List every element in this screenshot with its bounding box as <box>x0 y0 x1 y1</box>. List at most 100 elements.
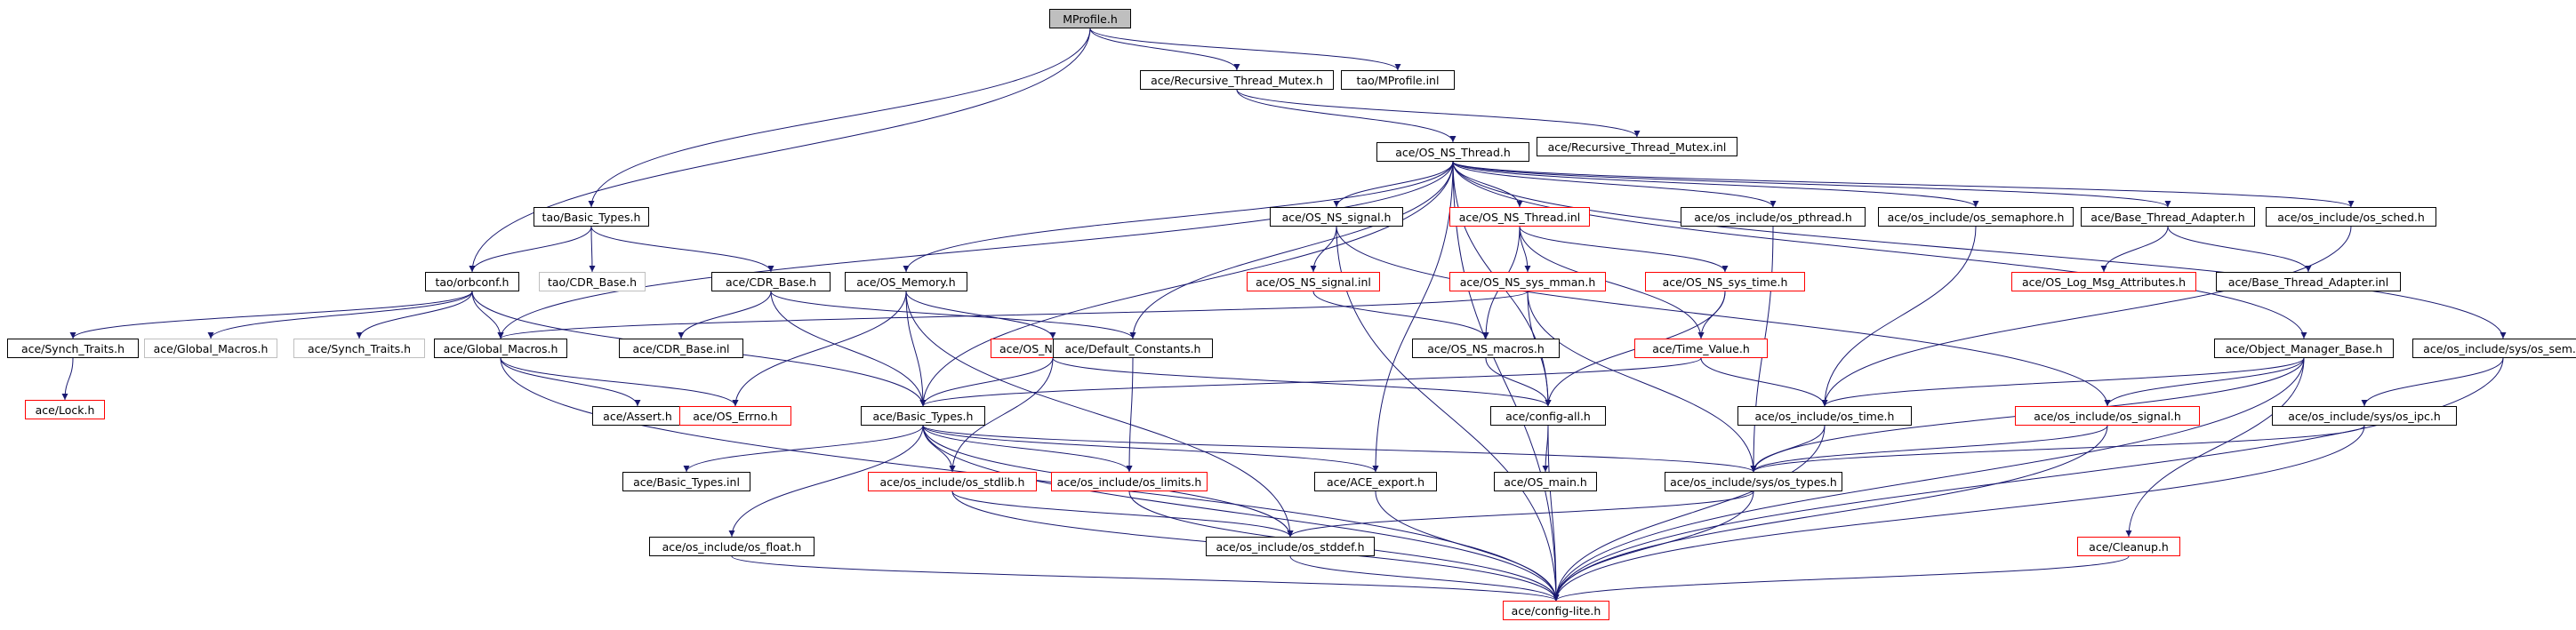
node-os-sys-types[interactable]: ace/os_include/sys/os_types.h <box>1665 472 1842 491</box>
node-cdr-base-h[interactable]: ace/CDR_Base.h <box>711 272 831 291</box>
edge-os-memory-to-os-errno <box>732 291 907 407</box>
edge-os-float-to-config-lite <box>731 555 1560 602</box>
edge-os-ns-signal-inl-to-os-ns-macros <box>1312 291 1489 339</box>
edge-os-sys-types-to-config-lite <box>1553 490 1754 602</box>
edge-os-ns-thread-h-to-os-sched <box>1452 161 2355 208</box>
node-os-ns-macros[interactable]: ace/OS_NS_macros.h <box>1412 339 1560 358</box>
edge-os-ns-thread-h-to-basic-types-h <box>919 161 1454 407</box>
edge-object-manager-base-to-config-lite <box>1553 357 2305 602</box>
node-tao-orbconf[interactable]: tao/orbconf.h <box>425 272 519 291</box>
edge-os-sched-to-os-time <box>1821 226 2352 407</box>
node-default-constants[interactable]: ace/Default_Constants.h <box>1053 339 1213 358</box>
edge-os-ns-thread-inl-to-os-ns-sys-time <box>1519 226 1729 273</box>
node-config-all[interactable]: ace/config-all.h <box>1490 406 1606 426</box>
edge-base-thread-adapter-h-to-base-thread-adapter-inl <box>2167 226 2312 273</box>
edge-object-manager-base-to-os-signal <box>2104 357 2305 407</box>
edge-config-all-to-config-lite <box>1547 425 1560 602</box>
node-global-macros-gray[interactable]: ace/Global_Macros.h <box>144 339 277 358</box>
edge-os-ns-signal-h-to-os-signal <box>1336 226 2111 407</box>
node-os-ns-thread-inl[interactable]: ace/OS_NS_Thread.inl <box>1449 207 1590 227</box>
node-os-ns-signal-h[interactable]: ace/OS_NS_signal.h <box>1270 207 1403 227</box>
node-synch-traits-ace[interactable]: ace/Synch_Traits.h <box>7 339 139 358</box>
node-os-errno[interactable]: ace/OS_Errno.h <box>679 406 791 426</box>
edge-os-ns-stdlib-to-os-stdlib <box>949 357 1054 473</box>
edge-basic-types-h-to-os-limits <box>922 425 1133 473</box>
edge-os-ns-thread-h-to-os-pthread <box>1452 161 1777 208</box>
edge-default-constants-to-os-limits <box>1126 357 1134 473</box>
node-base-thread-adapter-h[interactable]: ace/Base_Thread_Adapter.h <box>2081 207 2255 227</box>
edge-os-ns-thread-h-to-os-ns-signal-h <box>1333 161 1454 208</box>
node-os-time[interactable]: ace/os_include/os_time.h <box>1737 406 1912 426</box>
edge-os-sys-sem-to-config-lite <box>1553 357 2504 602</box>
edge-tao-orbconf-to-global-macros <box>471 291 504 339</box>
node-os-ns-sys-mman[interactable]: ace/OS_NS_sys_mman.h <box>1449 272 1606 291</box>
node-ace-export[interactable]: ace/ACE_export.h <box>1314 472 1437 491</box>
node-global-macros[interactable]: ace/Global_Macros.h <box>434 339 567 358</box>
edge-os-ns-thread-h-to-default-constants <box>1129 161 1454 339</box>
edge-object-manager-base-to-os-time <box>1821 357 2305 407</box>
node-os-ns-sys-time[interactable]: ace/OS_NS_sys_time.h <box>1645 272 1805 291</box>
edge-recmutex-h-to-recmutex-inl <box>1236 89 1641 138</box>
node-recmutex-inl[interactable]: ace/Recursive_Thread_Mutex.inl <box>1537 137 1737 156</box>
edge-time-value-to-basic-types-h <box>919 357 1702 407</box>
edge-global-macros-to-os-errno <box>500 357 739 407</box>
edge-global-macros-to-assert-h <box>500 357 641 407</box>
edge-os-memory-to-os-ns-stdlib <box>905 291 1056 339</box>
edge-os-sys-ipc-to-os-sys-types <box>1750 425 2365 473</box>
node-basic-types-inl[interactable]: ace/Basic_Types.inl <box>622 472 750 491</box>
edge-mprofile-to-tao-orbconf <box>469 28 1091 273</box>
node-basic-types-h[interactable]: ace/Basic_Types.h <box>861 406 985 426</box>
edge-os-ns-thread-h-to-config-lite <box>1452 161 1560 602</box>
edge-os-sys-ipc-to-config-lite <box>1553 425 2365 602</box>
edge-tao-orbconf-to-global-macros-gray <box>207 291 473 339</box>
node-os-memory[interactable]: ace/OS_Memory.h <box>845 272 967 291</box>
edge-os-stddef-to-config-lite <box>1289 555 1560 602</box>
node-os-pthread[interactable]: ace/os_include/os_pthread.h <box>1681 207 1866 227</box>
edge-os-ns-stdlib-to-basic-types-h <box>919 357 1054 407</box>
edge-os-ns-sys-mman-to-global-macros <box>497 291 1529 339</box>
edge-os-sys-types-to-os-stddef <box>1287 490 1754 538</box>
node-os-stddef[interactable]: ace/os_include/os_stddef.h <box>1206 537 1375 556</box>
node-config-lite[interactable]: ace/config-lite.h <box>1503 601 1609 620</box>
node-os-float[interactable]: ace/os_include/os_float.h <box>649 537 815 556</box>
node-tao-basic-types[interactable]: tao/Basic_Types.h <box>534 207 649 227</box>
node-cdr-base-inl[interactable]: ace/CDR_Base.inl <box>619 339 743 358</box>
node-os-sys-ipc[interactable]: ace/os_include/sys/os_ipc.h <box>2272 406 2457 426</box>
edge-os-ns-signal-h-to-config-lite <box>1336 226 1560 602</box>
node-cleanup[interactable]: ace/Cleanup.h <box>2077 537 2180 556</box>
node-assert-h[interactable]: ace/Assert.h <box>592 406 683 426</box>
edge-os-semaphore-to-os-time <box>1821 226 1977 407</box>
edge-base-thread-adapter-h-to-os-log-msg-attr <box>2100 226 2169 273</box>
node-os-log-msg-attr[interactable]: ace/OS_Log_Msg_Attributes.h <box>2011 272 2196 291</box>
edge-basic-types-h-to-basic-types-inl <box>683 425 924 473</box>
edge-os-ns-thread-h-to-object-manager-base <box>1452 161 2307 339</box>
node-os-main[interactable]: ace/OS_main.h <box>1494 472 1597 491</box>
edge-ace-export-to-config-lite <box>1375 490 1560 602</box>
edge-cleanup-to-config-lite <box>1553 555 2130 602</box>
node-recmutex-h[interactable]: ace/Recursive_Thread_Mutex.h <box>1140 70 1334 90</box>
node-os-ns-signal-inl[interactable]: ace/OS_NS_signal.inl <box>1247 272 1380 291</box>
edge-basic-types-h-to-os-float <box>728 425 924 538</box>
node-object-manager-base[interactable]: ace/Object_Manager_Base.h <box>2214 339 2394 358</box>
node-os-sys-sem[interactable]: ace/os_include/sys/os_sem.h <box>2412 339 2576 358</box>
node-os-signal[interactable]: ace/os_include/os_signal.h <box>2015 406 2200 426</box>
edge-tao-basic-types-to-tao-orbconf <box>469 226 592 273</box>
node-lock-h[interactable]: ace/Lock.h <box>25 400 105 419</box>
node-tao-cdr-base[interactable]: tao/CDR_Base.h <box>539 272 646 291</box>
edge-os-ns-thread-h-to-global-macros <box>497 161 1454 339</box>
node-os-stdlib[interactable]: ace/os_include/os_stdlib.h <box>868 472 1037 491</box>
node-synch-traits-gray[interactable]: ace/Synch_Traits.h <box>293 339 425 358</box>
node-os-limits[interactable]: ace/os_include/os_limits.h <box>1051 472 1208 491</box>
edge-basic-types-h-to-ace-export <box>922 425 1379 473</box>
node-time-value[interactable]: ace/Time_Value.h <box>1634 339 1768 358</box>
node-tao-mprofile-inl[interactable]: tao/MProfile.inl <box>1341 70 1455 90</box>
node-os-semaphore[interactable]: ace/os_include/os_semaphore.h <box>1878 207 2074 227</box>
edge-recmutex-h-to-os-ns-thread-h <box>1236 89 1457 143</box>
node-os-sched[interactable]: ace/os_include/os_sched.h <box>2266 207 2436 227</box>
edge-tao-basic-types-to-tao-cdr-base <box>589 226 596 273</box>
node-base-thread-adapter-inl[interactable]: ace/Base_Thread_Adapter.inl <box>2216 272 2401 291</box>
edge-tao-basic-types-to-cdr-base-h <box>590 226 774 273</box>
node-os-ns-thread-h[interactable]: ace/OS_NS_Thread.h <box>1376 142 1529 162</box>
edge-os-ns-thread-h-to-base-thread-adapter-h <box>1452 161 2171 208</box>
